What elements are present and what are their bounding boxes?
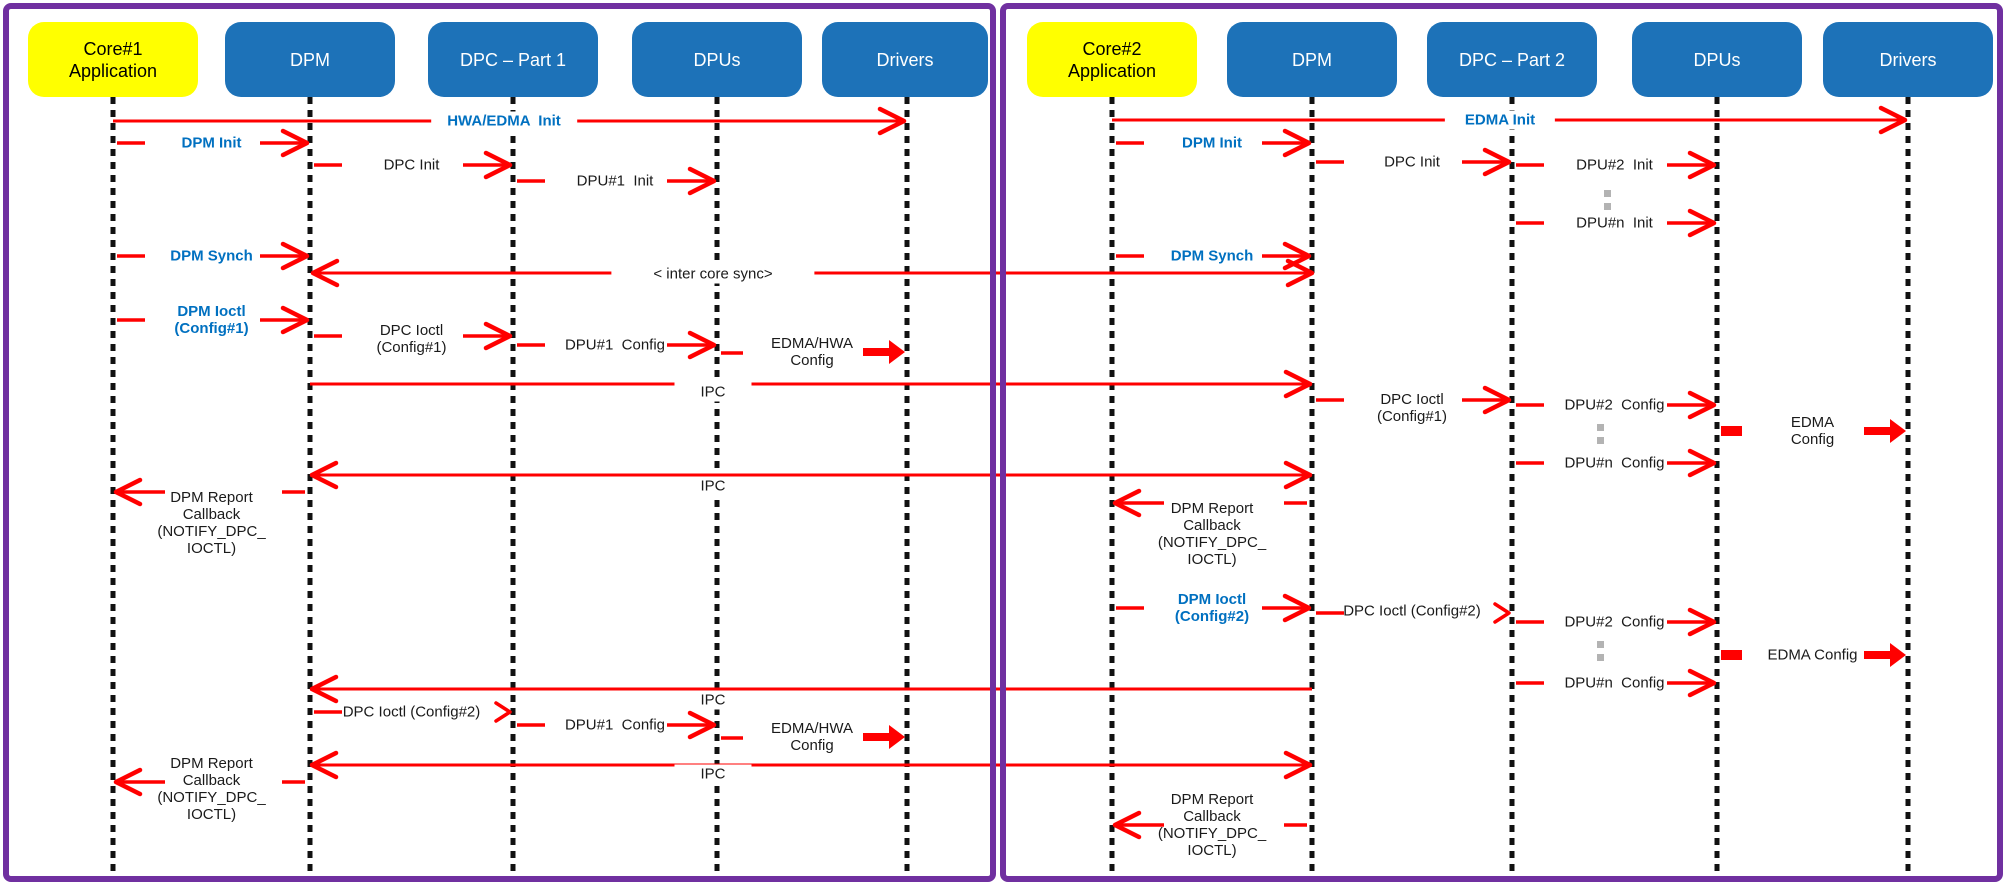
message-label-edma-hwa-config: EDMA/HWA Config	[771, 335, 853, 369]
message-edma-hwa-config-solid-arrowhead-icon	[889, 340, 905, 364]
message-label-dpm-init: DPM Init	[181, 134, 242, 152]
message-dpm-synch-arrowhead-icon	[280, 241, 310, 271]
message-dpm-report-callback-notify-dpc-ioctl-arrowhead-icon	[1112, 810, 1142, 840]
message-label-ipc: IPC	[674, 382, 752, 402]
message-label-ipc: IPC	[674, 690, 752, 710]
message-label-dpu#2-config: DPU#2 Config	[1564, 396, 1665, 414]
message-dpc-ioctl-config#2-arrowhead-icon	[494, 701, 512, 723]
actor-dpc-part-2: DPC – Part 2	[1427, 22, 1597, 97]
message-hwa-edma-init-arrowhead-icon	[877, 106, 907, 136]
message-label-dpc-ioctl-config#2: DPC Ioctl (Config#2)	[1343, 602, 1481, 620]
message-dpm-ioctl-config#2-arrowhead-icon	[1282, 593, 1312, 623]
message-ipc-arrowhead-left-icon	[309, 460, 339, 490]
message-edma-config-shaft	[1864, 427, 1894, 435]
message-label-edma-config: EDMA Config	[1767, 646, 1858, 664]
message-label-dpc-ioctl-config#1: DPC Ioctl (Config#1)	[1376, 391, 1448, 425]
message-dpu#1-init-arrowhead-icon	[687, 166, 717, 196]
message-edma-config-source-dash	[1721, 426, 1742, 436]
message-dpm-init-arrowhead-icon	[1282, 128, 1312, 158]
message-label-dpu#1-config: DPU#1 Config	[564, 716, 666, 734]
message-edma-hwa-config-shaft	[863, 733, 893, 741]
message-label-edma-init: EDMA Init	[1444, 110, 1556, 130]
message-dpu#2-config-arrowhead-icon	[1687, 607, 1717, 637]
message-label-dpu#n-config: DPU#n Config	[1564, 454, 1665, 472]
message-label-dpu#2-config: DPU#2 Config	[1564, 613, 1665, 631]
message-label-dpm-synch: DPM Synch	[1170, 247, 1254, 265]
message-label-ipc: IPC	[674, 476, 752, 496]
message-label-edma-hwa-config: EDMA/HWA Config	[771, 720, 853, 754]
message-dpc-init-arrowhead-icon	[483, 150, 513, 180]
message-dpu#1-config-arrowhead-icon	[687, 330, 717, 360]
message-dpu#2-config-arrowhead-icon	[1687, 390, 1717, 420]
message-label-ipc: IPC	[674, 764, 752, 784]
message-ipc-arrowhead-right-icon	[1283, 750, 1313, 780]
message-edma-config-source-dash	[1721, 650, 1742, 660]
message-label-dpu#2-init: DPU#2 Init	[1576, 156, 1653, 174]
actor-dpm-1: DPM	[225, 22, 395, 97]
message-label-edma-config: EDMA Config	[1790, 414, 1835, 448]
message-label-hwa-edma-init: HWA/EDMA Init	[431, 111, 577, 131]
message-label-dpm-synch: DPM Synch	[170, 247, 253, 265]
message-edma-hwa-config-shaft	[863, 348, 893, 356]
vertical-ellipsis-icon	[1597, 424, 1604, 450]
message-ipc-arrowhead-left-icon	[309, 674, 339, 704]
message-label-dpm-report-callback-notify-dpc-ioctl: DPM Report Callback (NOTIFY_DPC_ IOCTL)	[1157, 500, 1267, 568]
message-edma-config-solid-arrowhead-icon	[1890, 643, 1906, 667]
message-edma-config-shaft	[1864, 651, 1894, 659]
message-label-dpm-init: DPM Init	[1182, 134, 1242, 152]
message-dpm-init-arrowhead-icon	[280, 128, 310, 158]
message-label-dpm-report-callback-notify-dpc-ioctl: DPM Report Callback (NOTIFY_DPC_ IOCTL)	[1157, 791, 1267, 859]
actor-drivers-1: Drivers	[822, 22, 988, 97]
actor-drivers-2: Drivers	[1823, 22, 1993, 97]
message-dpc-init-arrowhead-icon	[1482, 147, 1512, 177]
message-ipc-arrowhead-left-icon	[309, 750, 339, 780]
message-dpm-ioctl-config#1-arrowhead-icon	[280, 305, 310, 335]
message-label-dpu#1-config: DPU#1 Config	[564, 336, 666, 354]
message-dpc-ioctl-config#2-arrowhead-icon	[1493, 602, 1511, 624]
message-label-dpm-ioctl-config#2: DPM Ioctl (Config#2)	[1174, 591, 1250, 625]
message-dpu#2-init-arrowhead-icon	[1687, 150, 1717, 180]
message-dpm-synch-arrowhead-icon	[1282, 241, 1312, 271]
message-edma-init-arrowhead-icon	[1878, 105, 1908, 135]
actor-core2-application: Core#2 Application	[1027, 22, 1197, 97]
message-inter-core-sync-arrowhead-left-icon	[310, 258, 340, 288]
message-label-dpu#1-init: DPU#1 Init	[576, 172, 654, 190]
message-label-dpu#n-config: DPU#n Config	[1564, 674, 1665, 692]
actor-dpus-1: DPUs	[632, 22, 802, 97]
actor-dpm-2: DPM	[1227, 22, 1397, 97]
actor-dpus-2: DPUs	[1632, 22, 1802, 97]
message-label-dpm-report-callback-notify-dpc-ioctl: DPM Report Callback (NOTIFY_DPC_ IOCTL)	[157, 755, 266, 823]
message-dpu#1-config-arrowhead-icon	[687, 710, 717, 740]
message-dpm-report-callback-notify-dpc-ioctl-arrowhead-icon	[113, 477, 143, 507]
message-dpu#n-config-arrowhead-icon	[1687, 668, 1717, 698]
message-edma-hwa-config-solid-arrowhead-icon	[889, 725, 905, 749]
message-label-dpu#n-init: DPU#n Init	[1576, 214, 1653, 232]
message-dpm-report-callback-notify-dpc-ioctl-arrowhead-icon	[1112, 488, 1142, 518]
message-dpc-ioctl-config#1-arrowhead-icon	[1482, 385, 1512, 415]
vertical-ellipsis-icon	[1604, 190, 1611, 216]
message-label-dpc-init: DPC Init	[383, 156, 440, 174]
actor-core1-application: Core#1 Application	[28, 22, 198, 97]
message-label-dpc-ioctl-config#1: DPC Ioctl (Config#1)	[376, 322, 447, 356]
message-label-dpc-init: DPC Init	[1384, 153, 1440, 171]
message-label-dpc-ioctl-config#2: DPC Ioctl (Config#2)	[342, 703, 481, 721]
message-dpm-report-callback-notify-dpc-ioctl-arrowhead-icon	[113, 767, 143, 797]
message-label-dpm-ioctl-config#1: DPM Ioctl (Config#1)	[174, 303, 249, 337]
message-label-dpm-report-callback-notify-dpc-ioctl: DPM Report Callback (NOTIFY_DPC_ IOCTL)	[157, 489, 266, 557]
message-dpc-ioctl-config#1-arrowhead-icon	[483, 321, 513, 351]
message-dpu#n-config-arrowhead-icon	[1687, 448, 1717, 478]
message-edma-config-solid-arrowhead-icon	[1890, 419, 1906, 443]
vertical-ellipsis-icon	[1597, 641, 1604, 667]
actor-dpc-part-1: DPC – Part 1	[428, 22, 598, 97]
message-ipc-arrowhead-right-icon	[1283, 369, 1313, 399]
message-dpu#n-init-arrowhead-icon	[1687, 208, 1717, 238]
message-label-inter-core-sync: < inter core sync>	[611, 264, 815, 284]
message-ipc-arrowhead-right-icon	[1283, 460, 1313, 490]
